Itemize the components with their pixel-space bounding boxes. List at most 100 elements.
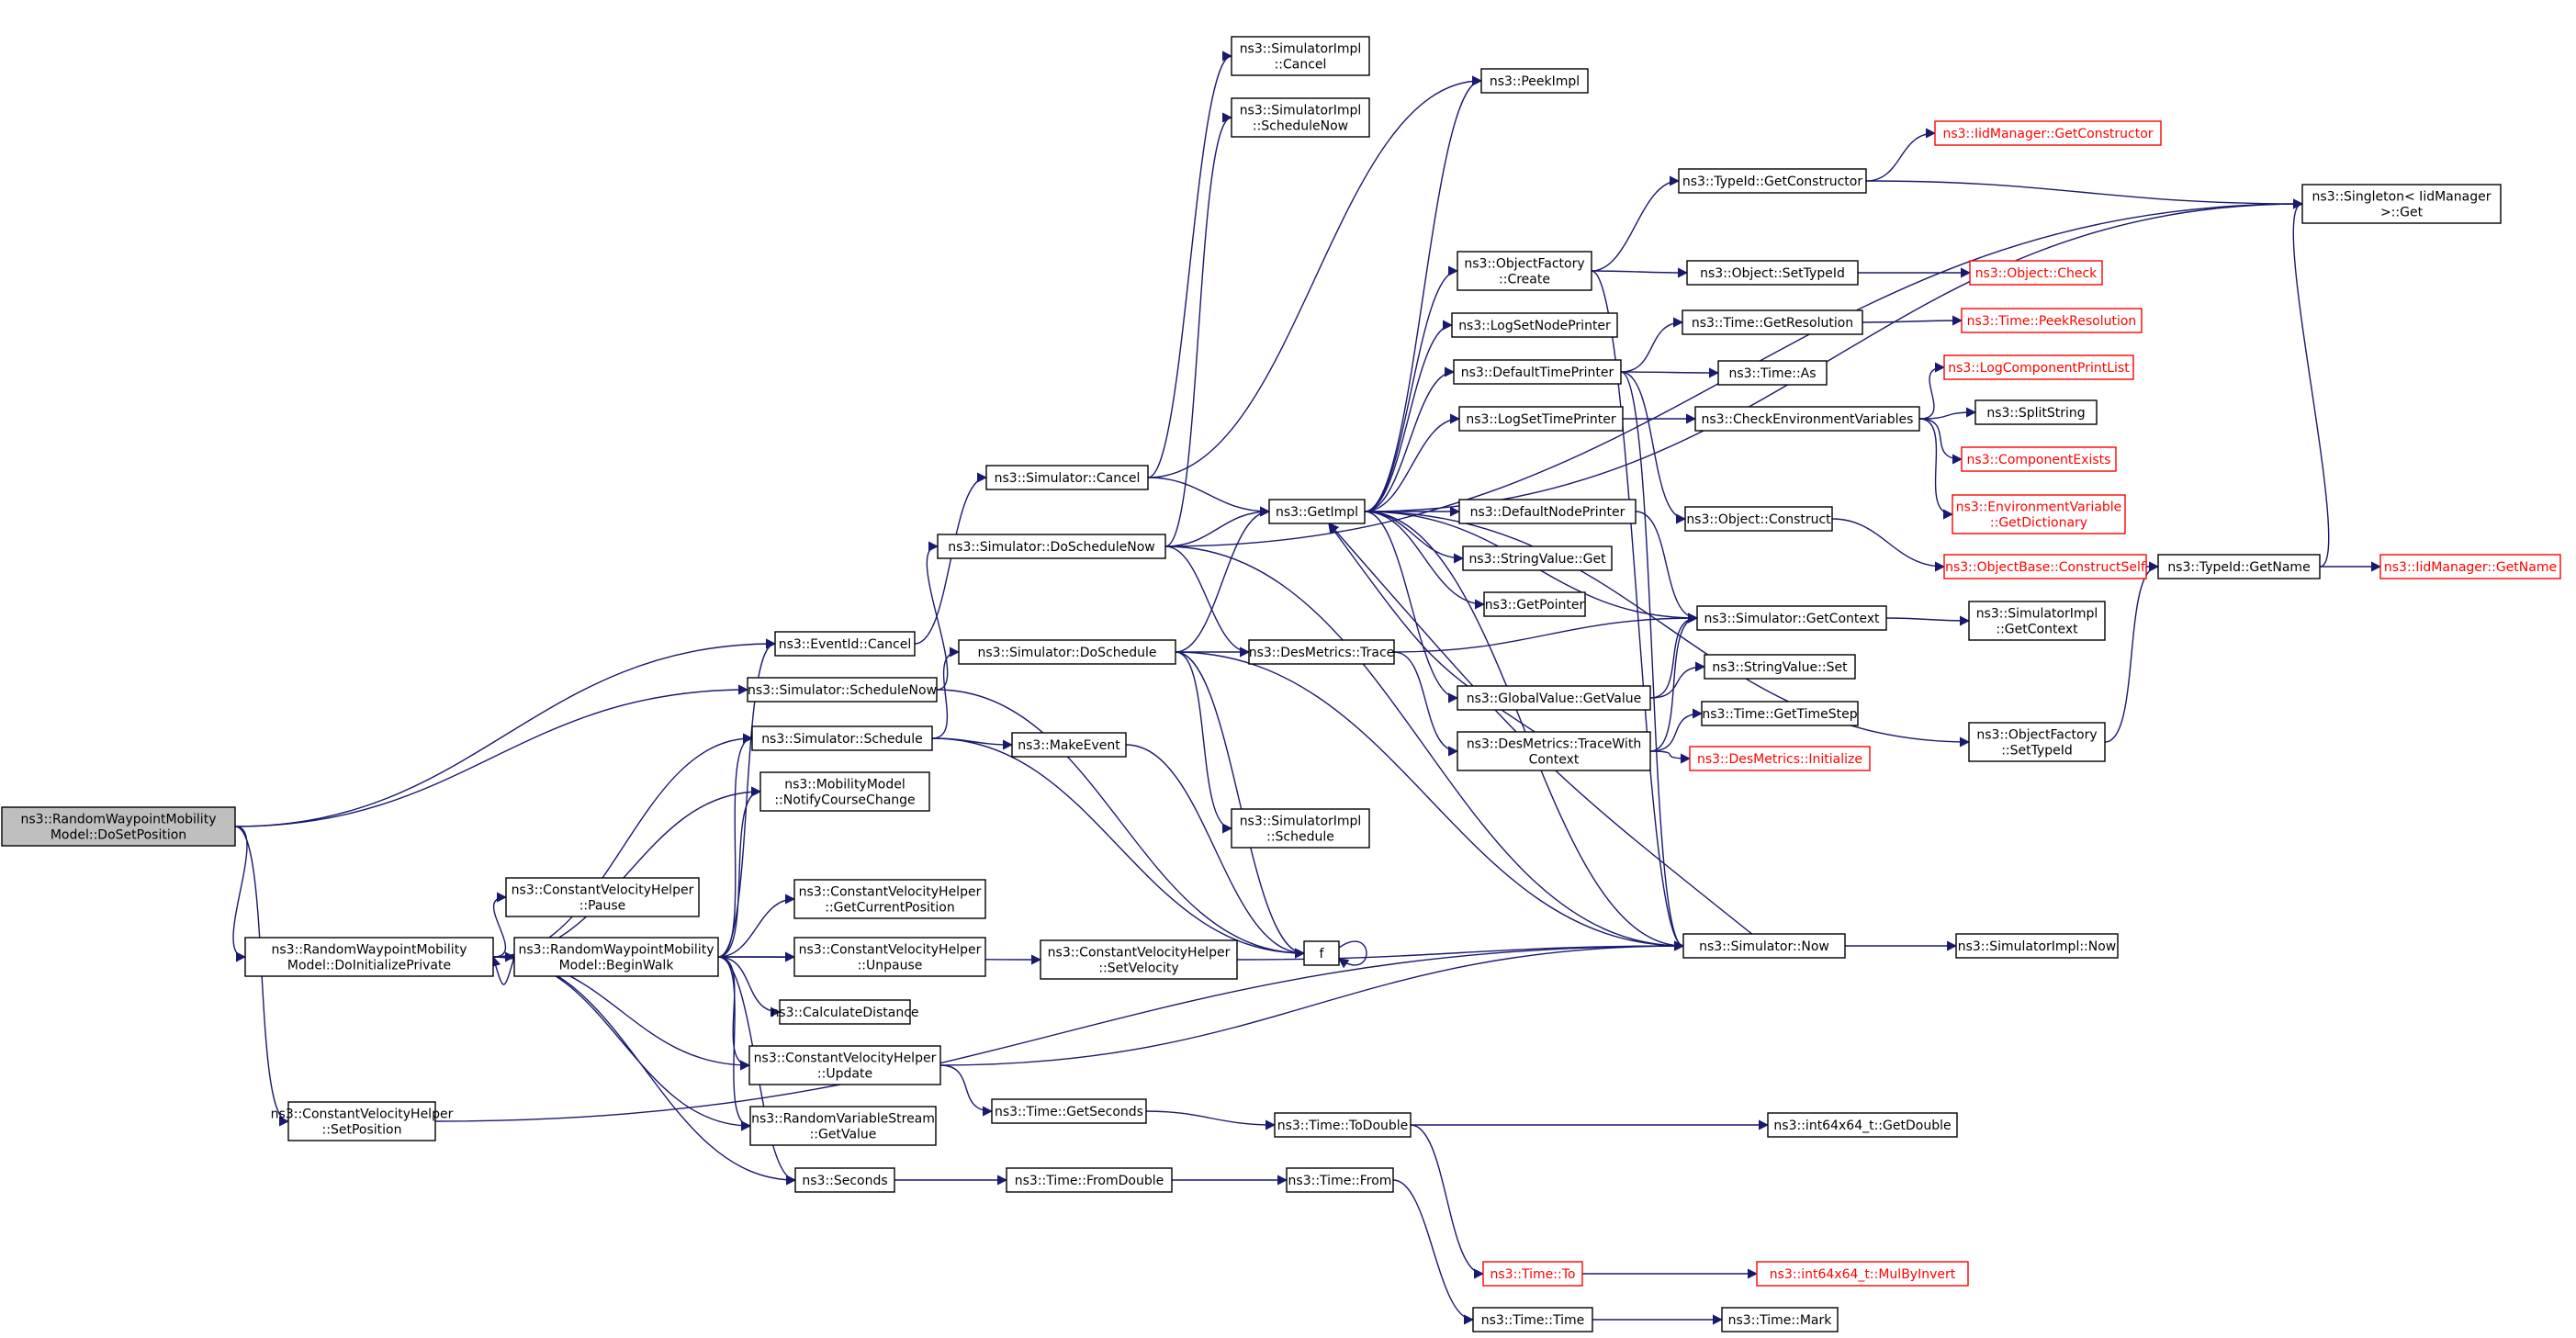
node-simimpl-now[interactable]: ns3::SimulatorImpl::Now (1955, 933, 2119, 959)
node-sim-cancel[interactable]: ns3::Simulator::Cancel (985, 465, 1149, 490)
node-cvh-setpos[interactable]: ns3::ConstantVelocityHelper::SetPosition (271, 1101, 454, 1141)
node-simimpl-schednow[interactable]: ns3::SimulatorImpl::ScheduleNow (1231, 97, 1370, 138)
node-checkenv[interactable]: ns3::CheckEnvironmentVariables (1694, 406, 1920, 432)
node-box (759, 771, 930, 812)
node-box (1480, 68, 1589, 94)
node-label: ns3::SimulatorImpl (1976, 607, 2098, 622)
node-doinit[interactable]: ns3::RandomWaypointMobilityModel::DoInit… (244, 937, 494, 977)
node-object-settypeid[interactable]: ns3::Object::SetTypeId (1686, 260, 1859, 286)
node-time-fromdouble[interactable]: ns3::Time::FromDouble (1006, 1167, 1173, 1193)
node-schedule[interactable]: ns3::Simulator::Schedule (751, 725, 933, 751)
node-logcomponentprintlist[interactable]: ns3::LogComponentPrintList (1943, 354, 2134, 380)
node-time-todouble[interactable]: ns3::Time::ToDouble (1274, 1112, 1412, 1138)
node-defaultnodeprinter[interactable]: ns3::DefaultNodePrinter (1458, 499, 1637, 524)
edge-typeid-getname-to-singleton-get (2292, 198, 2330, 568)
node-time-peekres[interactable]: ns3::Time::PeekResolution (1961, 308, 2143, 333)
node-time-from[interactable]: ns3::Time::From (1286, 1167, 1394, 1193)
edge-do-schedule-to-sim-now (1175, 651, 1685, 951)
node-makeevent[interactable]: ns3::MakeEvent (1011, 732, 1127, 758)
node-time-getresolution[interactable]: ns3::Time::GetResolution (1682, 309, 1863, 335)
node-int64-getdouble[interactable]: ns3::int64x64_t::GetDouble (1767, 1112, 1958, 1138)
node-time-to[interactable]: ns3::Time::To (1482, 1261, 1583, 1287)
node-simimpl-schedule[interactable]: ns3::SimulatorImpl::Schedule (1231, 808, 1370, 849)
node-time-getsec[interactable]: ns3::Time::GetSeconds (991, 1098, 1147, 1124)
node-componentexists[interactable]: ns3::ComponentExists (1961, 446, 2117, 472)
edge-time-getresolution-to-time-peekres (1862, 315, 1963, 326)
node-getpointer[interactable]: ns3::GetPointer (1483, 591, 1586, 617)
node-root[interactable]: ns3::RandomWaypointMobilityModel::DoSetP… (1, 806, 236, 847)
node-f[interactable]: f (1303, 940, 1340, 966)
node-label: ns3::Time::FromDouble (1015, 1174, 1164, 1188)
edge-sim-cancel-to-peekimpl (1147, 75, 1483, 478)
node-time-as[interactable]: ns3::Time::As (1717, 360, 1828, 386)
node-box (1231, 808, 1370, 849)
edge-do-sched-now-to-desmetrics-trace (1164, 545, 1251, 658)
node-box (1767, 1112, 1958, 1138)
node-stringvalue-set[interactable]: ns3::StringValue::Set (1704, 654, 1856, 680)
node-box (793, 879, 986, 919)
node-objfactory-create[interactable]: ns3::ObjectFactory::Create (1457, 251, 1592, 291)
node-beginwalk[interactable]: ns3::RandomWaypointMobilityModel::BeginW… (513, 937, 719, 977)
node-simimpl-getcontext[interactable]: ns3::SimulatorImpl::GetContext (1968, 601, 2106, 641)
node-object-construct[interactable]: ns3::Object::Construct (1684, 506, 1833, 532)
node-cvh-update[interactable]: ns3::ConstantVelocityHelper::Update (748, 1045, 941, 1085)
node-seconds[interactable]: ns3::Seconds (794, 1167, 895, 1193)
node-int64-mulbyinvert[interactable]: ns3::int64x64_t::MulByInvert (1756, 1261, 1969, 1287)
node-label: ns3::GlobalValue::GetValue (1467, 691, 1641, 706)
node-sim-getcontext[interactable]: ns3::Simulator::GetContext (1696, 605, 1887, 631)
node-label: ns3::RandomWaypointMobility (519, 943, 714, 958)
node-time-mark[interactable]: ns3::Time::Mark (1721, 1307, 1839, 1332)
node-peekimpl[interactable]: ns3::PeekImpl (1480, 68, 1589, 94)
node-getcurpos[interactable]: ns3::ConstantVelocityHelper::GetCurrentP… (793, 879, 986, 919)
node-envvar-getdict[interactable]: ns3::EnvironmentVariable::GetDictionary (1952, 494, 2126, 534)
node-do-schedule[interactable]: ns3::Simulator::DoSchedule (958, 639, 1176, 665)
node-logsetnodeprinter[interactable]: ns3::LogSetNodePrinter (1451, 312, 1618, 338)
node-box (1952, 494, 2126, 534)
node-label: ns3::ConstantVelocityHelper (799, 943, 982, 958)
node-cvh-setvel[interactable]: ns3::ConstantVelocityHelper::SetVelocity (1040, 939, 1238, 980)
node-singleton-get[interactable]: ns3::Singleton< IidManager>::Get (2301, 184, 2502, 224)
node-iidmgr-getname[interactable]: ns3::IidManager::GetName (2379, 554, 2561, 579)
node-stringvalue-get[interactable]: ns3::StringValue::Get (1462, 545, 1613, 571)
node-box (1040, 939, 1238, 980)
edge-schedule-to-f (931, 737, 1306, 959)
node-iidmgr-getconstructor[interactable]: ns3::IidManager::GetConstructor (1934, 120, 2162, 146)
node-splitstring[interactable]: ns3::SplitString (1974, 399, 2098, 425)
node-label: ::Create (1499, 273, 1550, 287)
node-cvh-pause[interactable]: ns3::ConstantVelocityHelper::Pause (505, 877, 700, 917)
node-logsettimeprinter[interactable]: ns3::LogSetTimePrinter (1458, 406, 1624, 432)
node-time-time[interactable]: ns3::Time::Time (1472, 1307, 1593, 1332)
node-unpause[interactable]: ns3::ConstantVelocityHelper::Unpause (793, 937, 986, 977)
edge-getimpl-to-peekimpl (1364, 75, 1483, 512)
node-do-sched-now[interactable]: ns3::Simulator::DoScheduleNow (937, 534, 1166, 559)
node-simimpl-cancel[interactable]: ns3::SimulatorImpl::Cancel (1231, 36, 1370, 76)
edge-do-sched-now-to-getimpl (1164, 506, 1271, 547)
node-label: Model::DoInitializePrivate (287, 959, 451, 973)
node-sched-now[interactable]: ns3::Simulator::ScheduleNow (747, 677, 938, 703)
node-defaulttimeprinter[interactable]: ns3::DefaultTimePrinter (1453, 359, 1622, 385)
node-box (751, 725, 933, 751)
node-label: ns3::MobilityModel (784, 778, 906, 793)
node-label: ::GetDictionary (1990, 516, 2087, 531)
node-label: ::Unpause (858, 959, 923, 973)
node-objectbase-constructself[interactable]: ns3::ObjectBase::ConstructSelf (1943, 554, 2147, 579)
node-desmetrics-trace[interactable]: ns3::DesMetrics::Trace (1248, 639, 1395, 665)
node-calcdist[interactable]: ns3::CalculateDistance (771, 999, 919, 1025)
node-globalvalue-getvalue[interactable]: ns3::GlobalValue::GetValue (1457, 685, 1651, 711)
edge-defaulttimeprinter-to-sim-now (1620, 371, 1685, 951)
node-rvs-getvalue[interactable]: ns3::RandomVariableStream::GetValue (749, 1106, 937, 1146)
edge-getimpl-to-objfactory-settypeid (1364, 511, 1971, 748)
node-notify[interactable]: ns3::MobilityModel::NotifyCourseChange (759, 771, 930, 812)
node-sim-now[interactable]: ns3::Simulator::Now (1682, 933, 1846, 959)
node-desmetrics-init[interactable]: ns3::DesMetrics::Initialize (1689, 746, 1871, 771)
node-typeid-getname[interactable]: ns3::TypeId::GetName (2157, 554, 2321, 579)
function-nodes: ns3::RandomWaypointMobilityModel::DoSetP… (1, 36, 2561, 1332)
node-time-gettimestep[interactable]: ns3::Time::GetTimeStep (1701, 701, 1859, 726)
node-eventid-cancel[interactable]: ns3::EventId::Cancel (774, 631, 916, 657)
node-objfactory-settypeid[interactable]: ns3::ObjectFactory::SetTypeId (1968, 722, 2106, 762)
edge-getimpl-to-stringvalue-get (1364, 511, 1465, 564)
node-object-check[interactable]: ns3::Object::Check (1969, 260, 2103, 286)
node-typeid-getconstructor[interactable]: ns3::TypeId::GetConstructor (1678, 168, 1867, 194)
node-getimpl[interactable]: ns3::GetImpl (1268, 499, 1366, 524)
